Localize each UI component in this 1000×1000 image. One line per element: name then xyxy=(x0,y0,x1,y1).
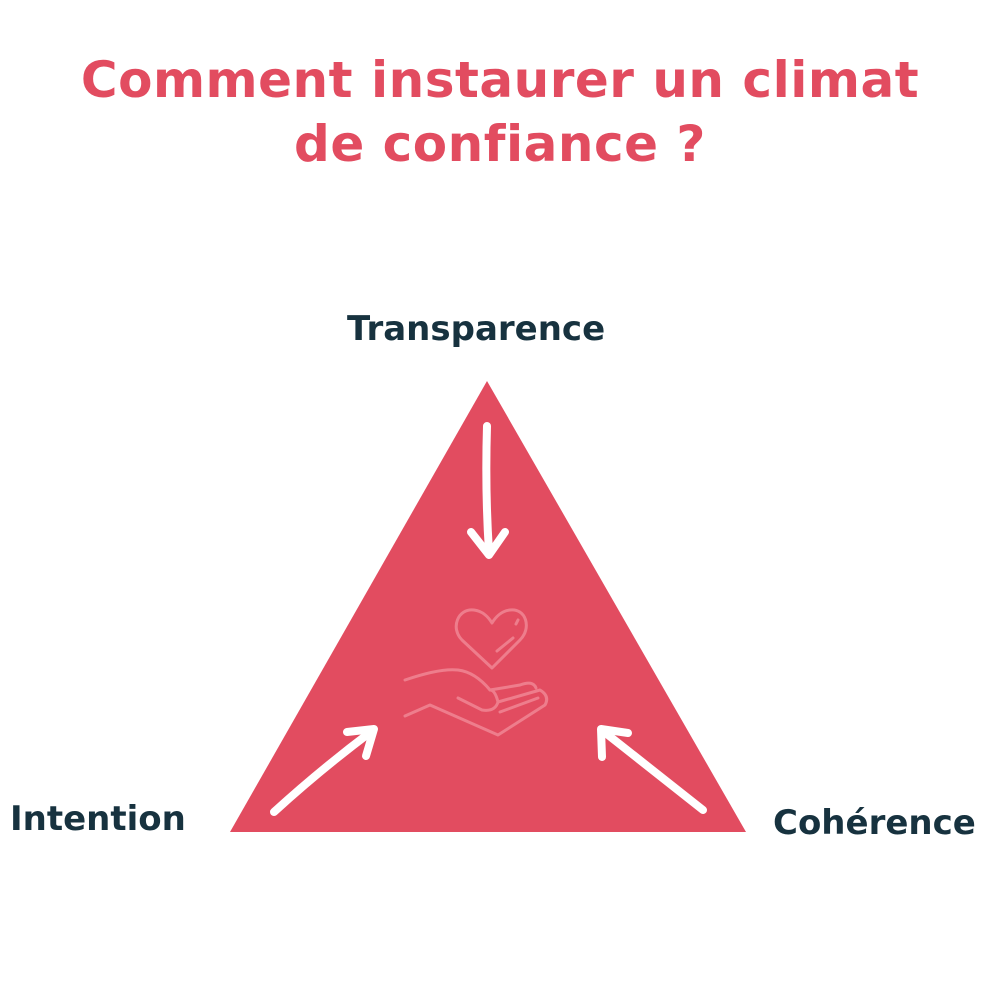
arrow-up-left-icon xyxy=(597,725,707,814)
vertex-label-transparence: Transparence xyxy=(347,309,606,349)
arrow-up-right-icon xyxy=(270,725,378,816)
triangle xyxy=(230,381,746,832)
arrow-down-icon xyxy=(467,422,509,559)
title-line-1: Comment instaurer un climat xyxy=(80,51,920,109)
vertex-label-coherence: Cohérence xyxy=(773,803,976,843)
page-title: Comment instaurer un climat de confiance… xyxy=(0,48,1000,176)
heart-in-hand-icon xyxy=(403,608,549,737)
vertex-label-intention: Intention xyxy=(10,799,186,839)
title-line-2: de confiance ? xyxy=(294,115,706,173)
